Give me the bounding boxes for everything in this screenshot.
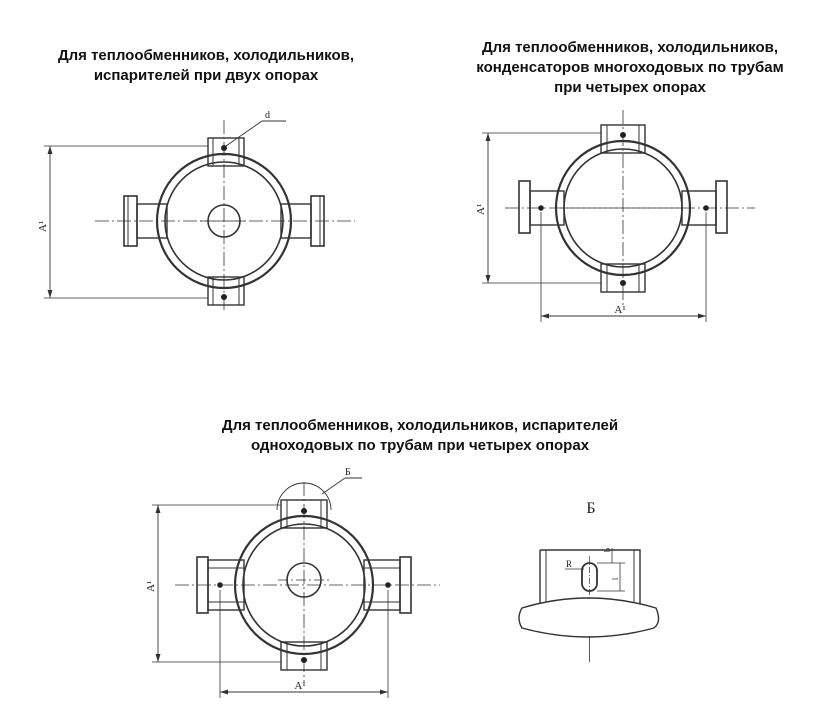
bottom-support <box>280 641 328 671</box>
height-dimension-label: A¹ <box>37 221 49 232</box>
top-support-hole <box>301 508 307 514</box>
width-dimension-label: A¹ <box>614 304 625 316</box>
left-nozzle-hole <box>217 582 223 588</box>
left-nozzle-flange <box>518 180 531 234</box>
height-dimension-label: A¹ <box>145 581 157 592</box>
shell-outer <box>554 139 692 277</box>
top-support <box>600 124 646 154</box>
right-nozzle-hole <box>703 205 709 211</box>
diameter-leader <box>225 120 263 147</box>
bottom-support-hole <box>301 657 307 663</box>
detail-title: Б <box>586 500 595 517</box>
bottom-support <box>600 263 646 293</box>
top-support <box>207 137 245 167</box>
detail-callout-arc <box>276 482 332 511</box>
top-support <box>280 499 328 529</box>
detail-callout-leader <box>321 477 346 495</box>
drawing-four-supports-singlepass: Б A¹ A¹ <box>145 467 440 698</box>
right-nozzle-flange <box>399 556 412 614</box>
bottom-support <box>207 276 245 306</box>
slot-length-label: l <box>611 577 620 580</box>
right-nozzle-hole <box>385 582 391 588</box>
drawing-four-supports-multipass: A¹ A¹ <box>475 110 755 322</box>
top-support-hole <box>221 145 227 151</box>
bottom-support-hole <box>620 280 626 286</box>
caption-multipass-line-2: конденсаторов многоходовых по трубам <box>476 59 783 76</box>
width-dimension-label: A¹ <box>294 680 305 692</box>
left-nozzle-flange <box>123 195 138 247</box>
drawing-two-supports: d A¹ <box>37 110 355 312</box>
bottom-support-hole <box>221 294 227 300</box>
shell-outer <box>233 514 375 656</box>
detail-marker-label: Б <box>345 467 351 478</box>
caption-multipass-line-1: Для теплообменников, холодильников, <box>482 39 778 56</box>
height-dimension-label: A¹ <box>475 204 487 215</box>
detail-support-plate <box>539 549 641 604</box>
slot-width-label: b <box>603 548 612 552</box>
shell-outer <box>155 152 293 290</box>
right-nozzle-flange <box>715 180 728 234</box>
radius-label: R <box>566 559 572 569</box>
caption-two-supports: Для теплообменников, холодильников, испа… <box>58 47 354 84</box>
caption-two-supports-line-1: Для теплообменников, холодильников, <box>58 47 354 64</box>
shell-inner <box>242 523 366 647</box>
detail-shell-section <box>518 597 660 638</box>
caption-singlepass-line-2: одноходовых по трубам при четырех опорах <box>251 437 590 454</box>
caption-singlepass-line-1: Для теплообменников, холодильников, испа… <box>222 417 618 434</box>
caption-multipass-line-3: при четырех опорах <box>554 79 706 96</box>
shell-inner <box>164 161 284 281</box>
top-support-hole <box>620 132 626 138</box>
diameter-label: d <box>265 110 270 121</box>
caption-two-supports-line-2: испарителей при двух опорах <box>94 67 319 84</box>
caption-four-supports-singlepass: Для теплообменников, холодильников, испа… <box>222 417 618 454</box>
left-nozzle-flange <box>196 556 209 614</box>
left-nozzle-hole <box>538 205 544 211</box>
caption-four-supports-multipass: Для теплообменников, холодильников, конд… <box>476 39 783 96</box>
detail-view-b: Б R b l <box>518 500 660 662</box>
right-nozzle-flange <box>310 195 325 247</box>
